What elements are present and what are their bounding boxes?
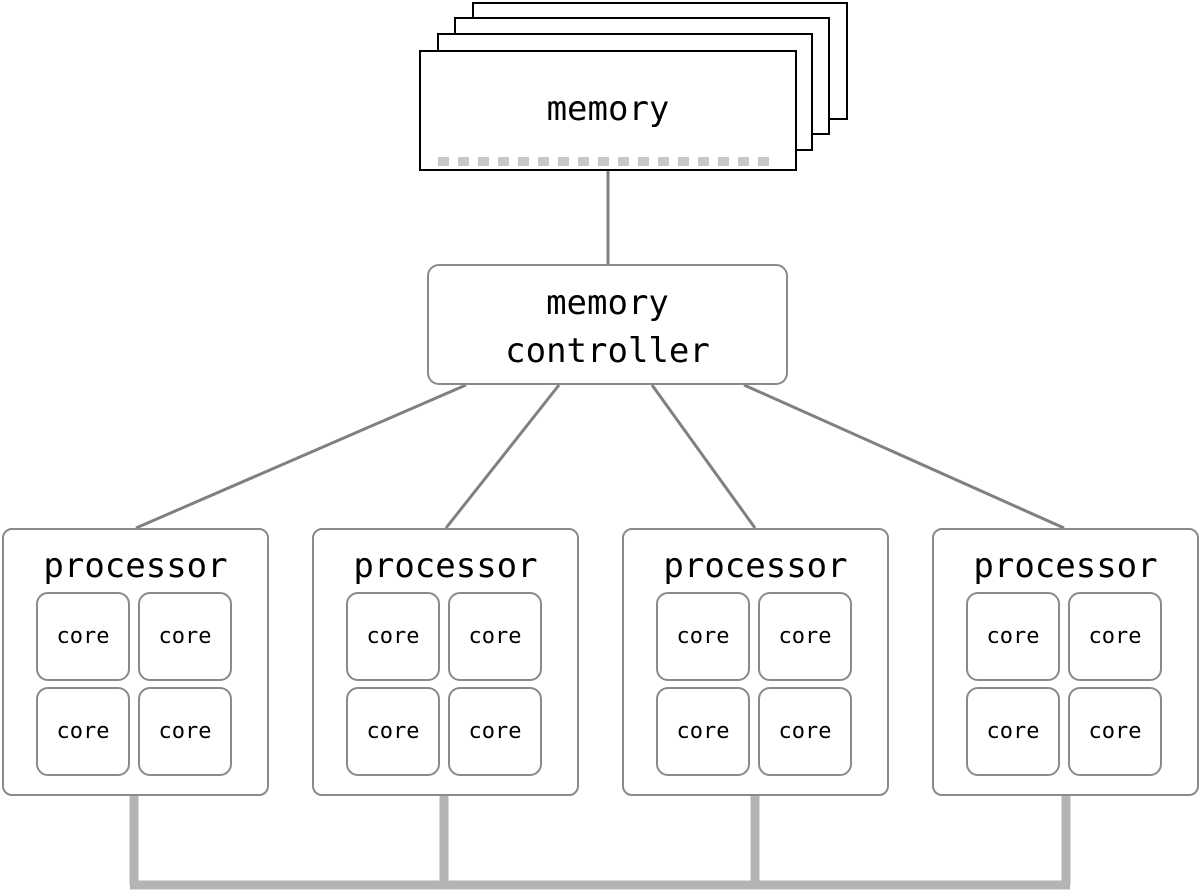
memory-controller: memory controller [427, 264, 788, 385]
processor-3: processor core core core core [622, 528, 889, 796]
processor-label: processor [353, 546, 538, 586]
controller-processor-1-link [135, 383, 467, 530]
core: core [138, 592, 232, 681]
controller-label-line2: controller [505, 331, 710, 371]
controller-processor-3-link [650, 384, 757, 529]
processor-4: processor core core core core [932, 528, 1199, 796]
core: core [758, 687, 852, 776]
controller-processor-4-link [743, 383, 1065, 530]
core: core [1068, 592, 1162, 681]
interconnect-bus [129, 796, 1071, 890]
core: core [656, 592, 750, 681]
processor-label: processor [973, 546, 1158, 586]
processor-2: processor core core core core [312, 528, 579, 796]
processor-1: processor core core core core [2, 528, 269, 796]
core: core [966, 592, 1060, 681]
controller-processor-2-link [444, 384, 561, 529]
memory-module: memory [419, 50, 797, 171]
core: core [448, 687, 542, 776]
core: core [36, 687, 130, 776]
processor-label: processor [43, 546, 228, 586]
core: core [36, 592, 130, 681]
core: core [346, 592, 440, 681]
core: core [346, 687, 440, 776]
memory-pins [438, 157, 778, 166]
processor-label: processor [663, 546, 848, 586]
memory-label: memory [546, 89, 670, 129]
controller-label-line1: memory [546, 283, 669, 323]
core: core [758, 592, 852, 681]
core: core [1068, 687, 1162, 776]
core: core [966, 687, 1060, 776]
core: core [138, 687, 232, 776]
core: core [656, 687, 750, 776]
core: core [448, 592, 542, 681]
